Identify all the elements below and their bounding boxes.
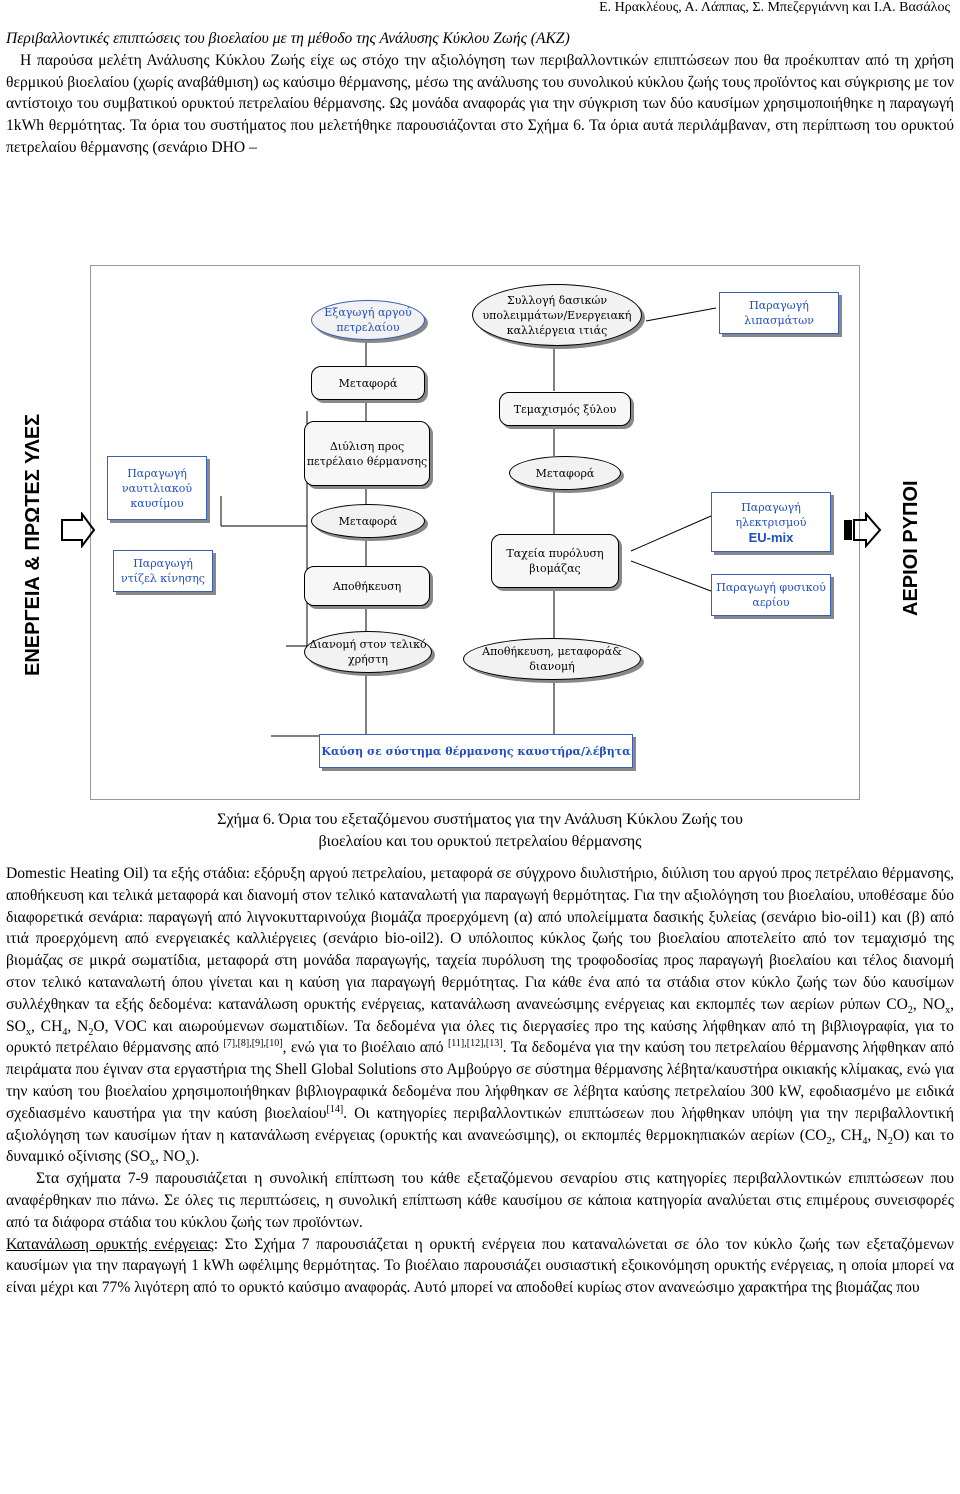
- combustion-node: Καύση σε σύστημα θέρμανσης καυστήρα/λέβη…: [319, 734, 633, 768]
- caption-line-1: Σχήμα 6. Όρια του εξεταζόμενου συστήματο…: [217, 811, 743, 828]
- transport-node-1: Μεταφορά: [311, 366, 425, 400]
- body-paragraph-3: Κατανάλωση ορυκτής ενέργειας: Στο Σχήμα …: [6, 1235, 954, 1297]
- marine-fuel-node: Παραγωγή ναυτιλιακού καυσίμου: [107, 456, 207, 520]
- diesel-node: Παραγωγή ντίζελ κίνησης: [113, 550, 213, 592]
- body-paragraph-1: Domestic Heating Oil) τα εξής στάδια: εξ…: [6, 865, 955, 1169]
- intro-paragraph: Η παρούσα μελέτη Ανάλυσης Κύκλου Ζωής εί…: [6, 51, 954, 156]
- input-arrow-icon: [61, 512, 96, 548]
- figure-caption: Σχήμα 6. Όρια του εξεταζόμενου συστήματο…: [0, 809, 960, 853]
- refining-node: Διύλιση προς πετρέλαιο θέρμανσης: [304, 421, 430, 486]
- distribution-node: Διανομή στον τελικό χρήστη: [304, 631, 432, 673]
- page-header: Ε. Ηρακλέους, Α. Λάππας, Σ. Μπεζεργιάννη…: [599, 0, 950, 15]
- wood-chipping-node: Τεμαχισμός ξύλου: [499, 392, 631, 426]
- electricity-label: Παραγωγή ηλεκτρισμού: [735, 500, 807, 529]
- section-title: Περιβαλλοντικές επιπτώσεις του βιοελαίου…: [6, 30, 570, 47]
- body-section: Domestic Heating Oil) τα εξής στάδια: εξ…: [6, 863, 954, 1299]
- fast-pyrolysis-node: Ταχεία πυρόλυση βιομάζας: [491, 534, 619, 588]
- fertilizer-node: Παραγωγή λιπασμάτων: [719, 292, 839, 334]
- intro-section: Περιβαλλοντικές επιπτώσεις του βιοελαίου…: [6, 28, 954, 159]
- eumix-label: EU-mix: [748, 529, 794, 545]
- forest-residue-node: Συλλογή δασικών υπολειμμάτων/Ενεργειακή …: [472, 284, 642, 346]
- system-boundary-diagram: Εξαγωγή αργού πετρελαίου Συλλογή δασικών…: [90, 265, 860, 800]
- subsection-label: Κατανάλωση ορυκτής ενέργειας: [6, 1235, 214, 1253]
- electricity-node: Παραγωγή ηλεκτρισμού EU-mix: [711, 492, 831, 552]
- storage-distribution-node: Αποθήκευση, μεταφορά& διανομή: [463, 638, 641, 680]
- transport-node-3: Μεταφορά: [509, 456, 621, 490]
- crude-extraction-node: Εξαγωγή αργού πετρελαίου: [311, 300, 425, 340]
- storage-node: Αποθήκευση: [304, 566, 430, 606]
- caption-line-2: βιοελαίου και του ορυκτού πετρελαίου θέρ…: [318, 833, 642, 850]
- output-arrow-icon: [844, 512, 882, 548]
- natural-gas-node: Παραγωγή φυσικού αερίου: [711, 574, 831, 616]
- transport-node-2: Μεταφορά: [311, 504, 425, 538]
- body-paragraph-2: Στα σχήματα 7-9 παρουσιάζεται η συνολική…: [6, 1170, 954, 1231]
